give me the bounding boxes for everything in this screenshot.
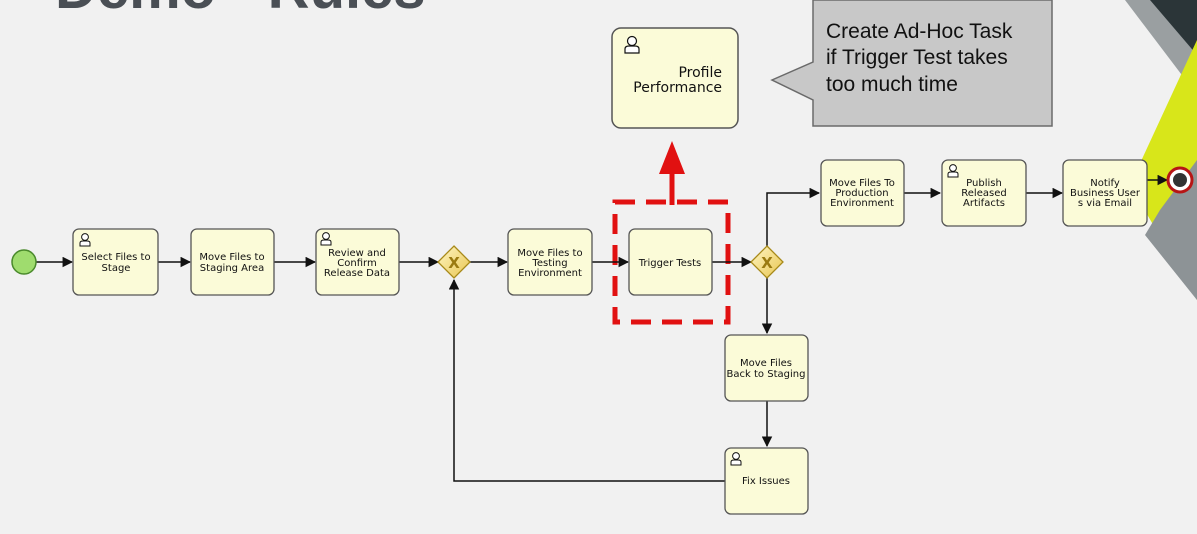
task-label-line-2: Business User — [1070, 188, 1141, 199]
arrow-up-icon — [659, 141, 685, 174]
task-label-line-3: Artifacts — [963, 198, 1005, 209]
task-publish-artifacts[interactable]: Publish Released Artifacts — [941, 159, 1027, 227]
task-label-line-1: Review and — [328, 248, 386, 259]
callout-line-1: Create Ad-Hoc Task — [826, 20, 1013, 43]
task-notify-users[interactable]: Notify Business User s via Email — [1062, 159, 1148, 227]
background-decoration — [1125, 0, 1197, 300]
task-label-line-2: Confirm — [337, 258, 376, 269]
task-label-line-2: Staging Area — [200, 263, 264, 274]
task-move-back-staging[interactable]: Move Files Back to Staging — [724, 334, 809, 402]
task-label-line-1: Publish — [966, 178, 1002, 189]
task-trigger-tests[interactable]: Trigger Tests — [628, 228, 713, 296]
start-event[interactable] — [11, 249, 37, 275]
user-icon — [624, 35, 640, 54]
task-fix-issues[interactable]: Fix Issues — [724, 447, 809, 515]
task-label-line-2: Stage — [102, 263, 131, 274]
callout-line-3: too much time — [826, 73, 958, 96]
task-move-testing[interactable]: Move Files to Testing Environment — [507, 228, 593, 296]
task-label-line-1: Move Files To — [829, 178, 895, 189]
task-label-line-1: Select Files to — [81, 252, 150, 263]
task-label-line-3: s via Email — [1078, 198, 1132, 209]
task-review-confirm[interactable]: Review and Confirm Release Data — [315, 228, 400, 296]
user-icon — [79, 233, 91, 247]
task-label-line-2: Performance — [633, 80, 722, 96]
task-label-line-1: Notify — [1090, 178, 1120, 189]
sequence-flows — [36, 174, 1169, 482]
gateway-x-icon: X — [448, 254, 460, 272]
task-label-line-3: Environment — [830, 198, 894, 209]
task-label-line-3: Environment — [518, 268, 582, 279]
user-icon — [730, 452, 742, 466]
task-profile-performance[interactable]: Profile Performance — [611, 27, 739, 129]
user-icon — [320, 232, 332, 246]
slide-title: Demo - Rules — [55, 0, 426, 21]
callout: Create Ad-Hoc Task if Trigger Test takes… — [770, 0, 1053, 127]
task-label-line-1: Fix Issues — [742, 476, 790, 487]
task-label-line-2: Production — [835, 188, 888, 199]
task-select-files[interactable]: Select Files to Stage — [72, 228, 159, 296]
callout-line-2: if Trigger Test takes — [826, 46, 1008, 69]
end-event[interactable] — [1166, 166, 1194, 194]
task-label-line-1: Trigger Tests — [638, 258, 702, 269]
task-label-line-1: Move Files — [740, 358, 792, 369]
task-label-line-1: Move Files to — [199, 252, 264, 263]
task-move-staging[interactable]: Move Files to Staging Area — [190, 228, 275, 296]
task-move-production[interactable]: Move Files To Production Environment — [820, 159, 905, 227]
task-label-line-3: Release Data — [324, 268, 390, 279]
task-label-line-2: Released — [961, 188, 1006, 199]
task-label-line-2: Back to Staging — [727, 369, 806, 380]
exclusive-gateway-1[interactable]: X — [437, 245, 471, 279]
task-label-line-2: Testing — [531, 258, 567, 269]
gateway-x-icon: X — [761, 254, 773, 272]
exclusive-gateway-2[interactable]: X — [750, 245, 784, 279]
user-icon — [947, 164, 959, 178]
task-label-line-1: Move Files to — [517, 248, 582, 259]
task-label-line-1: Profile — [678, 65, 722, 81]
